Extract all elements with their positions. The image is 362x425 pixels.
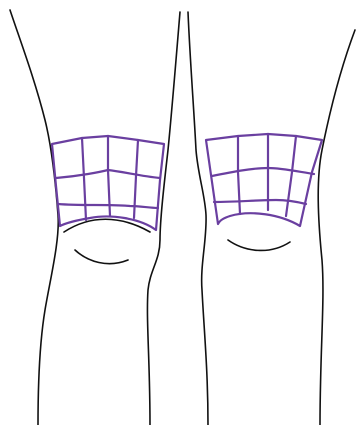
background [0,0,362,425]
knee-grid-diagram [0,0,362,425]
